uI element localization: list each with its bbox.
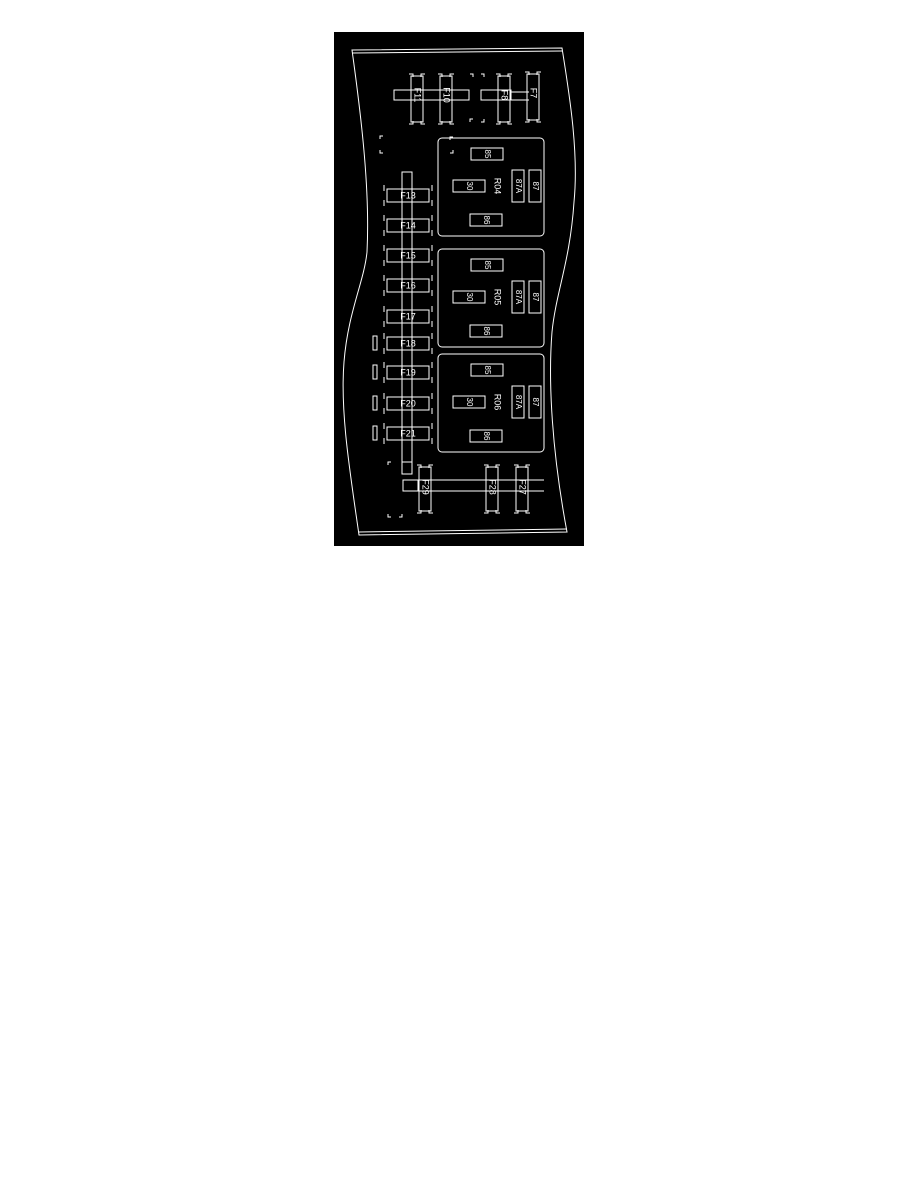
relay-r04-terminal-30: 30	[465, 181, 474, 191]
relay-r05-terminal-30: 30	[465, 292, 474, 302]
relay-r05-terminal-87: 87	[531, 292, 540, 302]
diagram-lines	[342, 47, 576, 536]
fuse-label-f18: F18	[400, 338, 416, 349]
fuse-label-f28: F28	[487, 479, 498, 495]
fuse-label-f27: F27	[517, 479, 528, 495]
relay-r04-terminal-85: 85	[483, 149, 492, 159]
fuse-label-f14: F14	[400, 220, 416, 231]
relay-r06-terminal-87: 87	[531, 397, 540, 407]
relay-r05-terminal-85: 85	[483, 260, 492, 270]
fuse-label-f16: F16	[400, 280, 416, 291]
relay-r05-terminal-86: 86	[482, 326, 491, 336]
relay-r04-terminal-87: 87	[531, 181, 540, 191]
relay-r05-terminal-87a: 87A	[514, 289, 523, 305]
fuse-box-diagram: F11 F10 F8 F7 F13 F14 F15 F16 F17 F18 F1…	[334, 32, 584, 546]
relay-r06-terminal-30: 30	[465, 397, 474, 407]
relay-r04-outline	[437, 137, 545, 237]
fuse-label-f15: F15	[400, 250, 416, 261]
fuse-label-f29: F29	[420, 479, 431, 495]
relay-r06-terminal-87a: 87A	[514, 394, 523, 410]
relay-label-r05: R05	[492, 288, 503, 306]
relay-r04-terminal-86: 86	[482, 215, 491, 225]
relay-r04-terminal-87a: 87A	[514, 178, 523, 194]
relay-label-r04: R04	[492, 177, 503, 195]
fuse-label-f10: F10	[441, 87, 452, 103]
fuse-label-f17: F17	[400, 311, 416, 322]
relay-r06-terminal-86: 86	[482, 431, 491, 441]
fuse-label-f7: F7	[528, 87, 539, 99]
fuse-label-f20: F20	[400, 398, 416, 409]
relay-label-r06: R06	[492, 393, 503, 411]
fuse-label-f19: F19	[400, 367, 416, 378]
relay-r06-terminal-85: 85	[483, 365, 492, 375]
fuse-label-f8: F8	[499, 89, 510, 101]
fuse-label-f11: F11	[412, 87, 423, 103]
fuse-label-f13: F13	[400, 190, 416, 201]
fuse-label-f21: F21	[400, 428, 416, 439]
